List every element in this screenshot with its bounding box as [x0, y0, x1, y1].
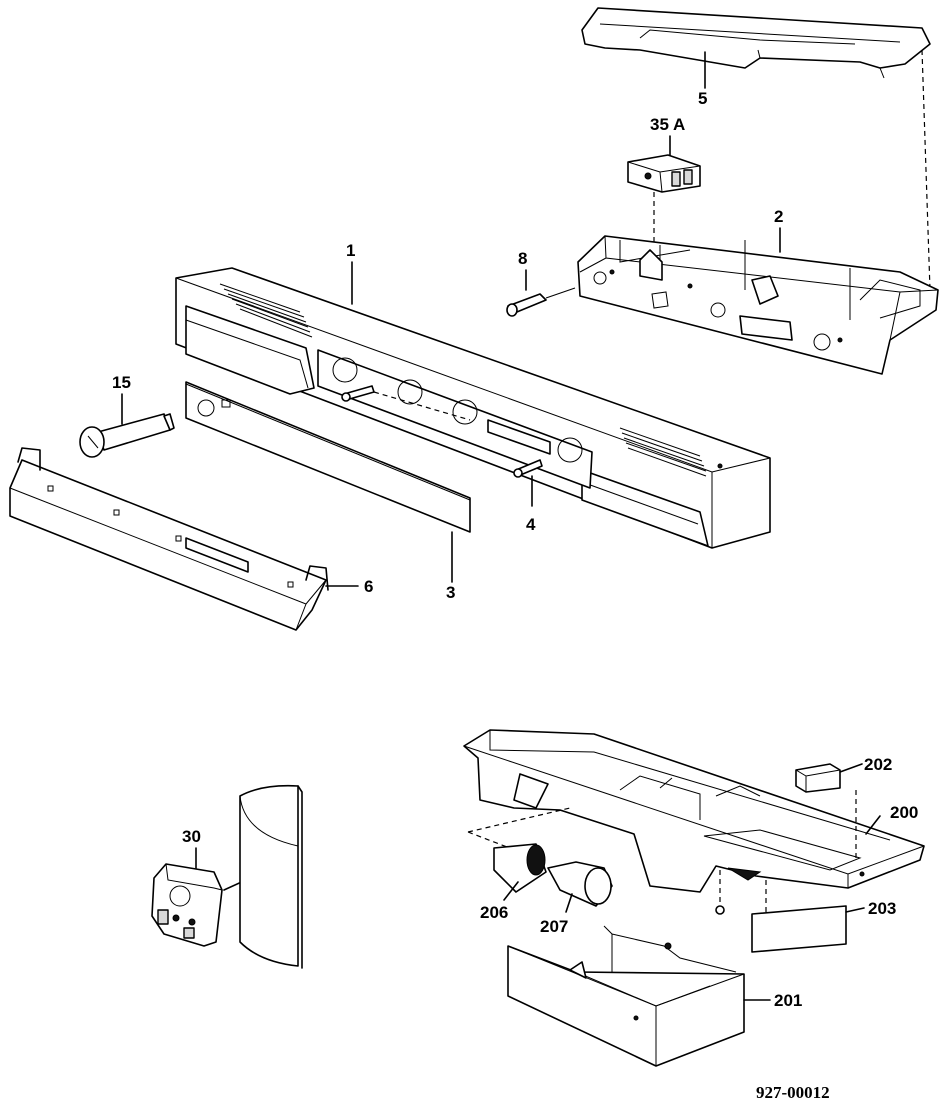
- label-203: 203: [868, 899, 896, 918]
- part-30-socket: [151, 863, 223, 947]
- part-200-lower-tray: [463, 729, 925, 893]
- part-206-bulb: [493, 843, 547, 893]
- leader-200: [865, 815, 881, 835]
- screw-left: [341, 385, 471, 421]
- part-1-main-housing: [175, 267, 771, 549]
- part-6-trim-strip: [9, 447, 329, 631]
- label-15: 15: [112, 373, 131, 392]
- part-4-screw: [513, 459, 543, 478]
- label-6: 6: [364, 577, 373, 596]
- label-207: 207: [540, 917, 568, 936]
- part-203-plate: [751, 905, 847, 953]
- label-8: 8: [518, 249, 527, 268]
- part-201-bottom-pan: [507, 925, 745, 1067]
- part-8-bolt: [506, 287, 576, 317]
- label-3: 3: [446, 583, 455, 602]
- leader-202: [839, 763, 863, 773]
- label-35a: 35 A: [650, 115, 685, 134]
- part-207-lens: [547, 861, 613, 907]
- leader-207: [565, 893, 573, 913]
- small-screw: [715, 905, 725, 915]
- part-2-chassis-tray: [577, 235, 939, 375]
- part-35a-relay: [627, 154, 701, 193]
- label-201: 201: [774, 991, 802, 1010]
- leader-203: [845, 907, 865, 913]
- reference-number: 927-00012: [756, 1083, 830, 1102]
- leader-206: [503, 881, 519, 901]
- label-2: 2: [774, 207, 783, 226]
- label-1: 1: [346, 241, 355, 260]
- label-200: 200: [890, 803, 918, 822]
- part-3-panel-plate: [185, 381, 471, 533]
- label-206: 206: [480, 903, 508, 922]
- label-5: 5: [698, 89, 707, 108]
- part-30-cylinder: [239, 784, 303, 969]
- dashed-guide-5-to-2: [921, 49, 931, 291]
- part-202-connector: [795, 763, 841, 793]
- label-4: 4: [526, 515, 536, 534]
- label-30: 30: [182, 827, 201, 846]
- part-15-knob: [79, 413, 175, 458]
- label-202: 202: [864, 755, 892, 774]
- part-5-cover-plate: [581, 7, 931, 89]
